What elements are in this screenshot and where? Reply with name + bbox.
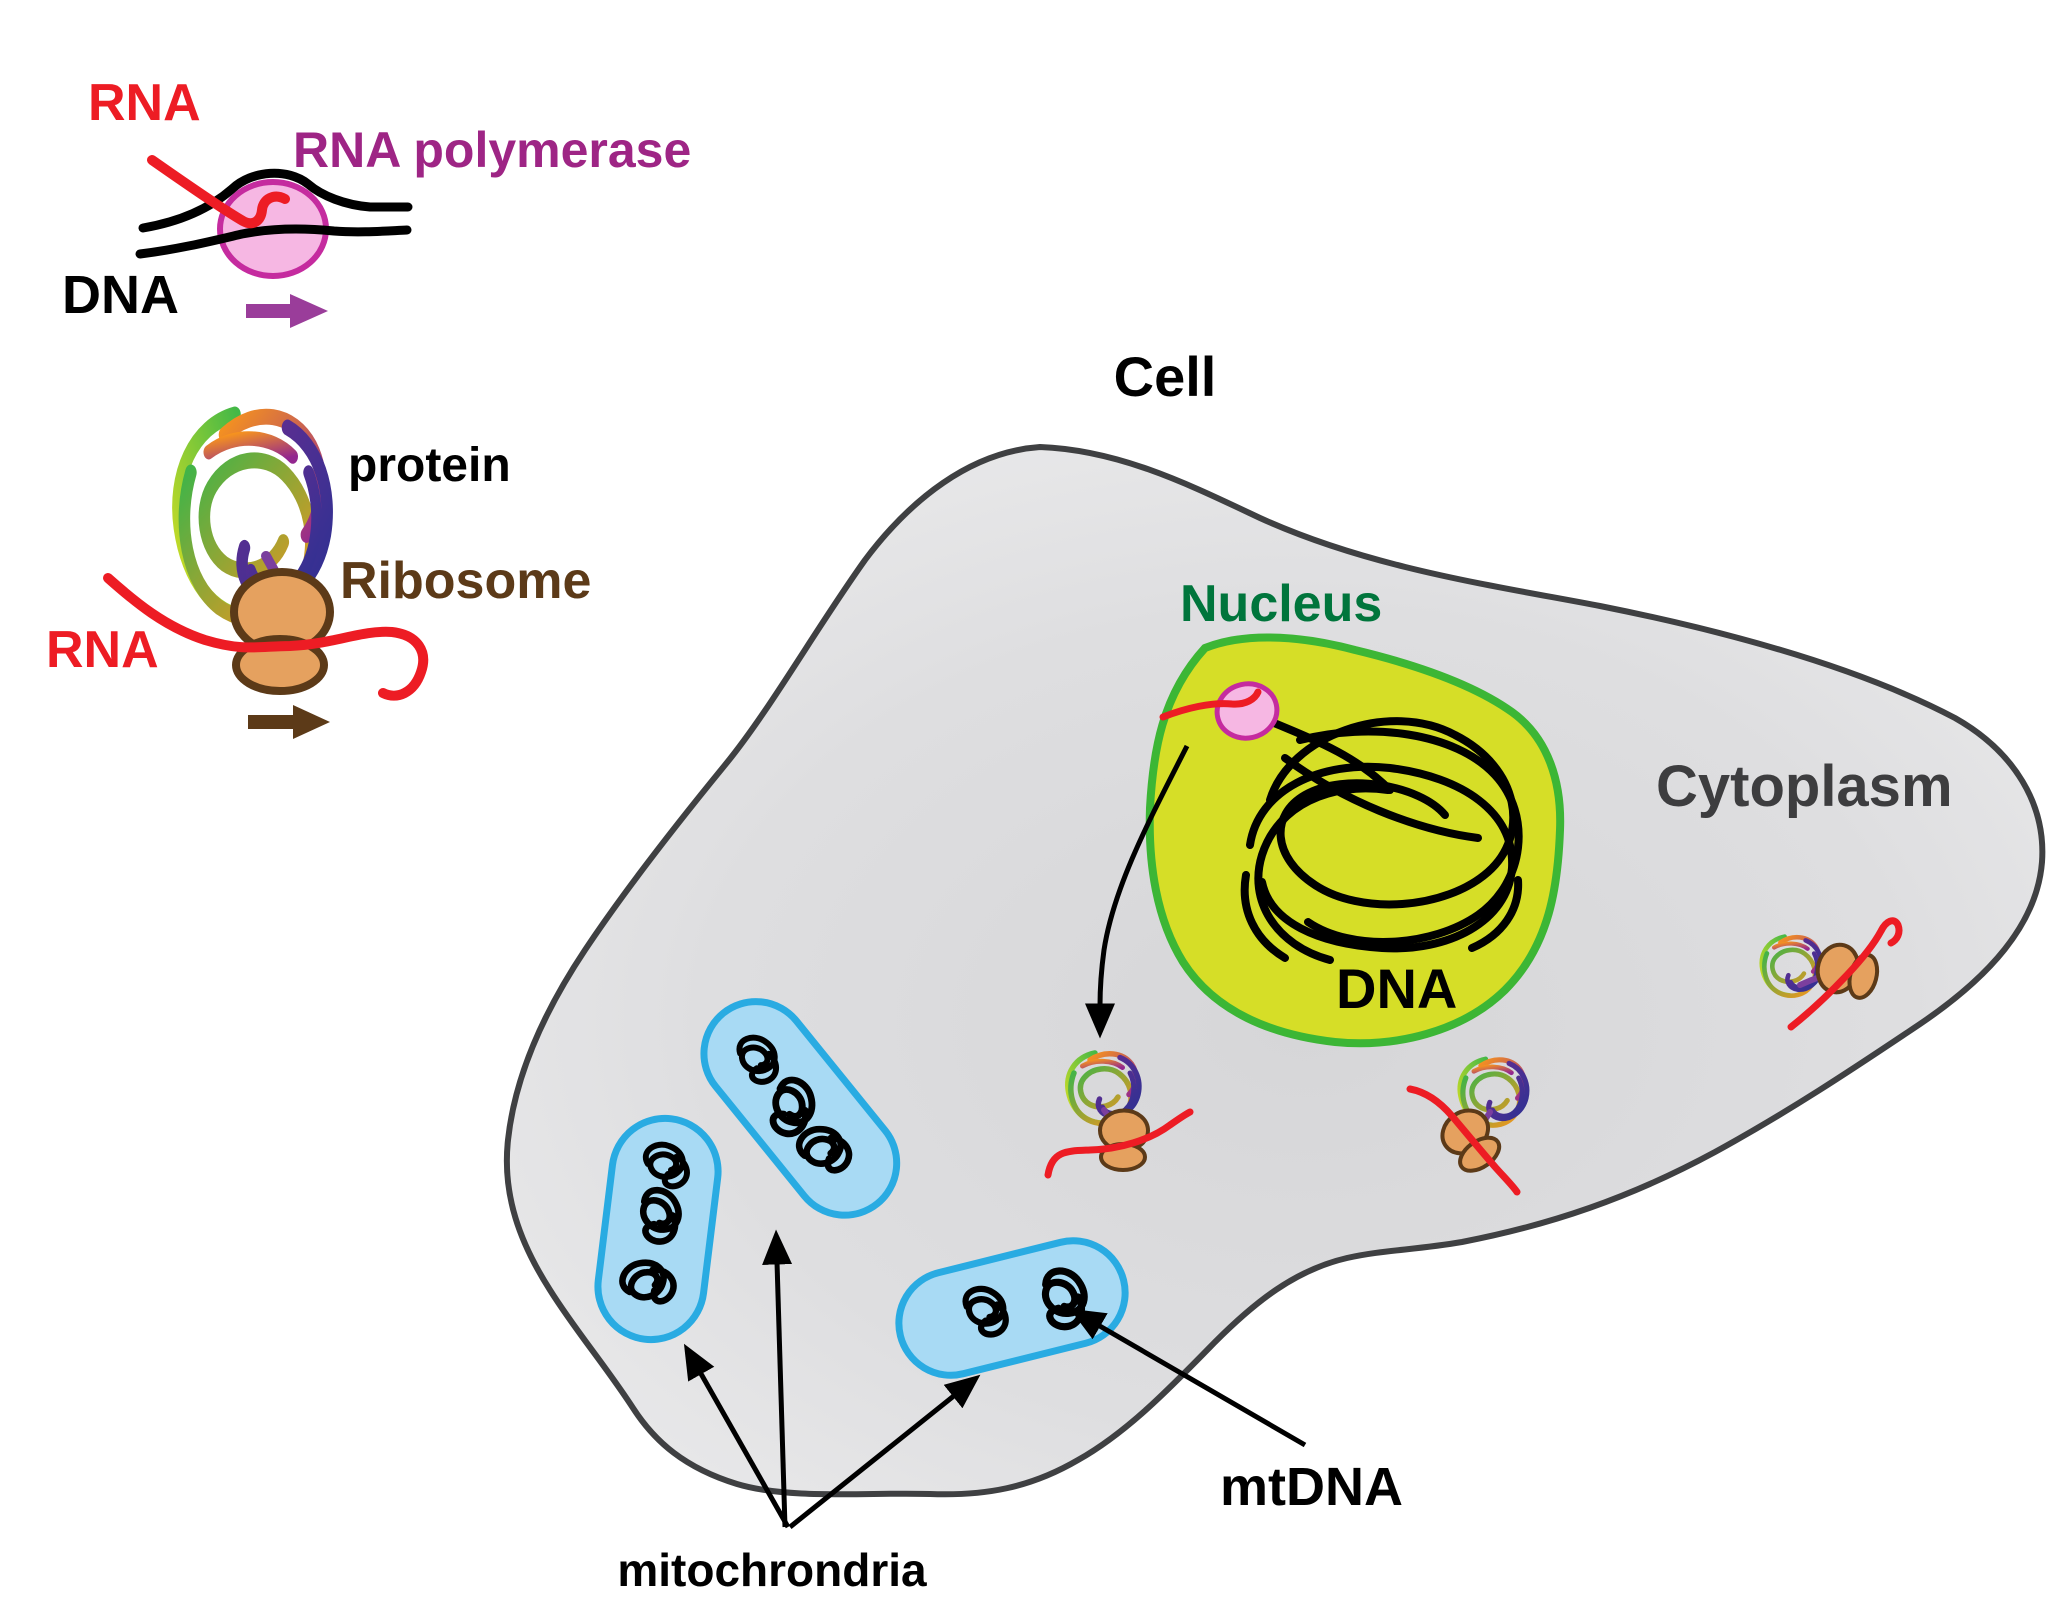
nuclear-dna-tangle-icon: [1240, 714, 1523, 964]
protein-label: protein: [348, 439, 511, 492]
mtdna-pointer-arrow-icon: [1069, 1308, 1307, 1448]
rna-strand-icon: [1787, 917, 1903, 1031]
mrna-export-arrow-icon: [1085, 744, 1190, 1039]
translation-legend: [103, 415, 429, 739]
mitochondria-label: mitochrondria: [617, 1544, 927, 1596]
ribosome-icon: [234, 572, 330, 691]
rna-label-left: RNA: [46, 621, 159, 679]
rna-label-top: RNA: [88, 74, 201, 132]
rna-strand-icon: [1406, 1085, 1521, 1196]
rna-polymerase-label: RNA polymerase: [293, 122, 691, 178]
dna-label-nucleus: DNA: [1336, 957, 1457, 1020]
mitochondria-pointer-arrows-icon: [683, 1229, 981, 1529]
nucleus-label: Nucleus: [1180, 575, 1382, 633]
transcription-direction-arrow-icon: [246, 294, 328, 328]
cytoplasm-ribosome-unit: [1406, 1059, 1527, 1196]
rna-strand-icon: [1044, 1108, 1194, 1179]
transcription-legend: [135, 155, 413, 328]
dna-label-top: DNA: [62, 265, 179, 325]
cytoplasm-ribosome-unit: [1762, 917, 1903, 1031]
nuclear-rna-polymerase-icon: [1159, 681, 1280, 741]
mtdna-label: mtDNA: [1220, 1457, 1403, 1517]
cytoplasm-ribosome-unit: [1044, 1053, 1194, 1179]
ribosome-label: Ribosome: [340, 552, 591, 610]
cell-label: Cell: [1114, 345, 1217, 408]
rna-strand-icon: [103, 573, 429, 701]
cytoplasm-label: Cytoplasm: [1656, 754, 1953, 819]
rna-strand-icon: [147, 155, 290, 229]
dna-strands-icon: [135, 168, 413, 259]
translation-direction-arrow-icon: [248, 705, 330, 739]
nuclear-rna-strand-icon: [1159, 688, 1262, 721]
